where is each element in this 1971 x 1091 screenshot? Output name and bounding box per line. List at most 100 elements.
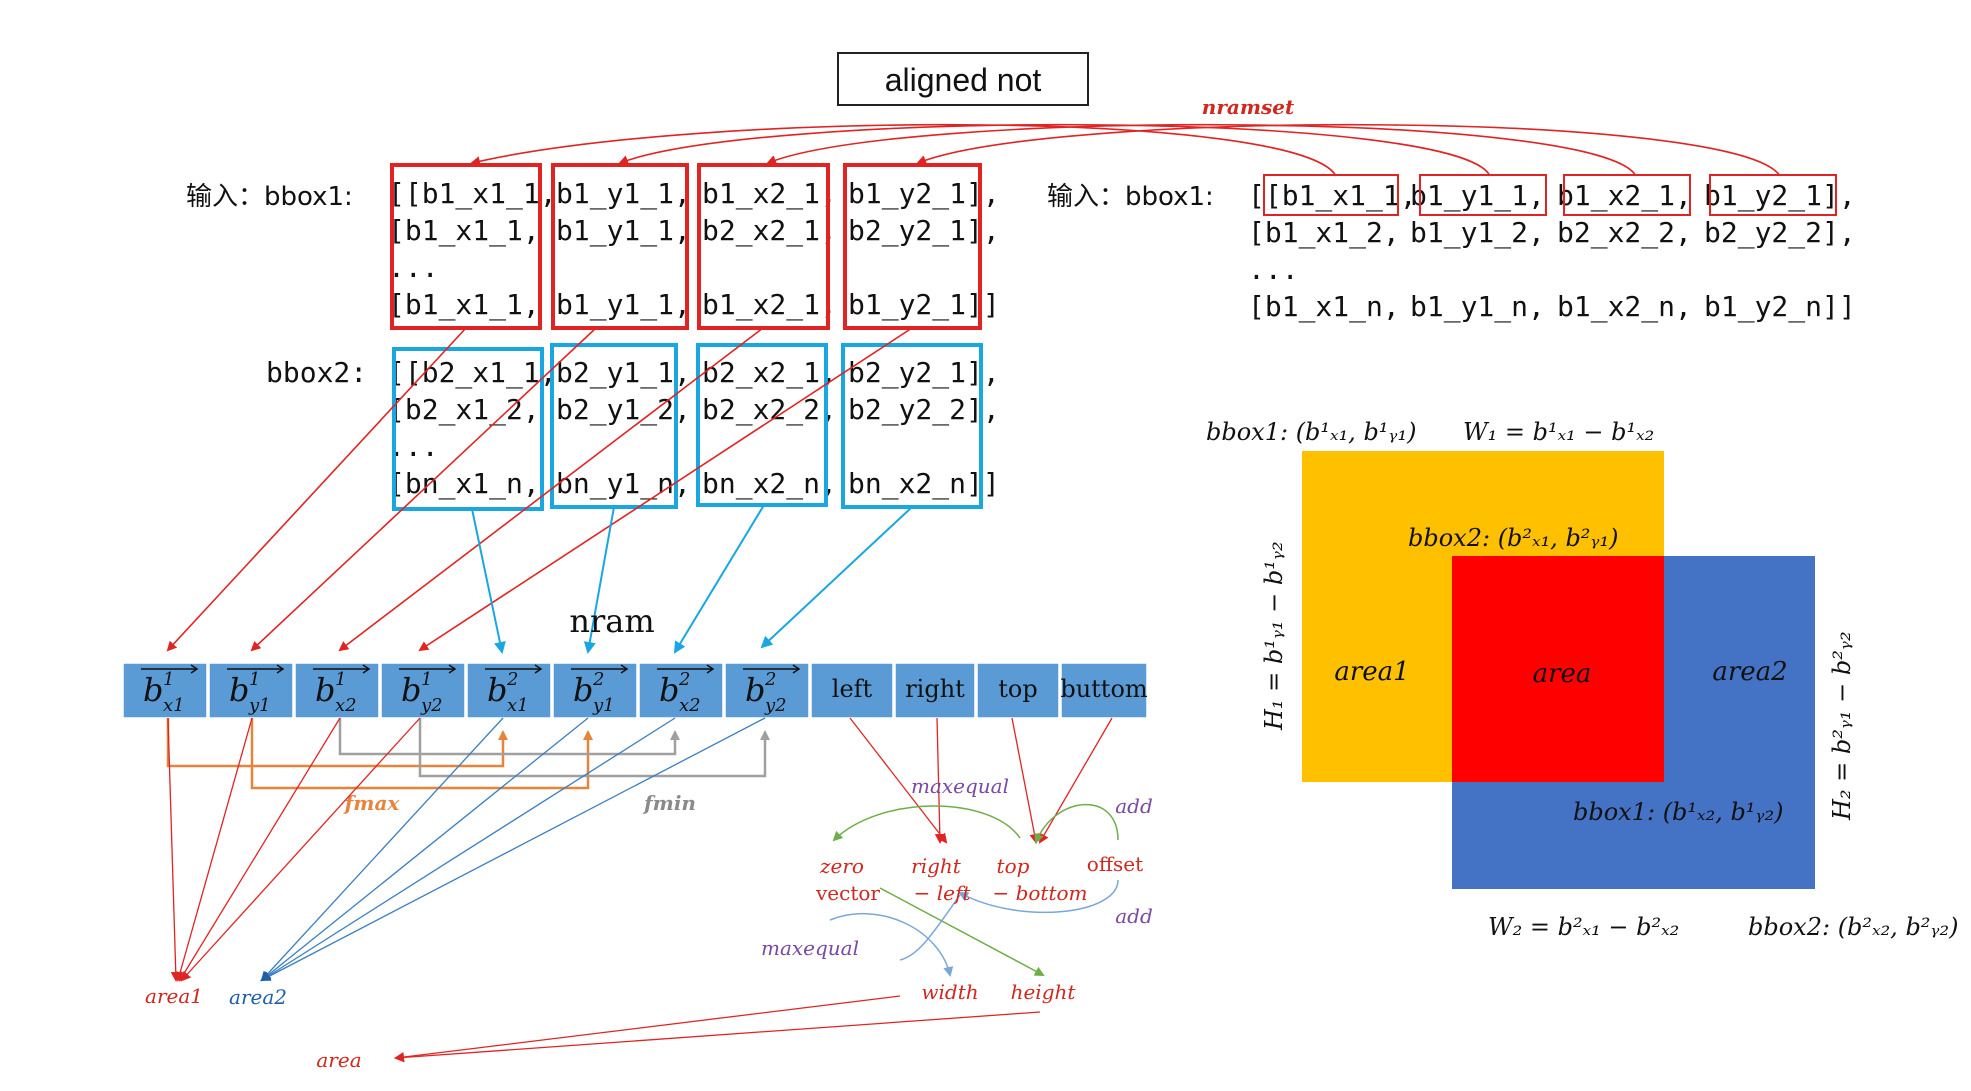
nram-cell-base: b — [229, 671, 249, 709]
nramset-arc-2 — [618, 123, 1491, 177]
nram-cell-sub: x1 — [507, 695, 529, 716]
zero-label: zero — [819, 854, 864, 878]
nram-cell-sup: 2 — [506, 669, 518, 690]
nram-cell-sup: 1 — [421, 669, 432, 690]
area2-input-lines — [260, 717, 766, 982]
left-bbox2-cell: bn_y1_n, — [556, 467, 691, 501]
left-bbox2-cell: ... — [388, 430, 439, 463]
bbox1-y1-box — [551, 163, 689, 330]
bbox1-x2-box — [697, 163, 830, 330]
nram-cell-label: left — [832, 675, 873, 703]
bbox1-y2-box — [843, 163, 982, 330]
left-bbox2-prefix: bbox2: — [266, 356, 367, 389]
geo-area: area — [1533, 659, 1592, 689]
right-x1-box — [1263, 174, 1399, 216]
geo-bbox1-top-left: bbox1: (b¹ₓ₁, b¹ᵧ₁) — [1206, 418, 1416, 446]
nram-cell-8: left — [810, 662, 894, 719]
left-bbox2-cell: b2_y1_2, — [556, 393, 691, 427]
area2-label: area2 — [229, 985, 287, 1009]
height-label: height — [1011, 980, 1077, 1004]
maxequal-label-2: maxequal — [761, 936, 859, 960]
right-y2-box — [1709, 174, 1837, 216]
nram-cell-base: b — [487, 671, 507, 709]
left-bbox1-cell: b1_y1_1, — [556, 177, 691, 211]
geo-h1: H₁ = b¹ᵧ₁ − b¹ᵧ₂ — [1260, 541, 1288, 731]
add-label-2: add — [1115, 904, 1153, 928]
nram-cell-sup: 1 — [163, 669, 174, 690]
left-bbox2-cell: [bn_x1_n, — [388, 467, 540, 501]
nram-cell-sup: 2 — [592, 669, 604, 690]
nram-cell-sup: 1 — [249, 669, 260, 690]
right-bbox1-cell: b1_y2_1], — [1704, 179, 1856, 213]
nram-cell-sub: x1 — [163, 695, 185, 716]
nram-cell-base: b — [573, 671, 593, 709]
nram-cell-sup: 2 — [764, 669, 776, 690]
right-bbox1-cell: b1_y1_1, — [1410, 179, 1545, 213]
left-bbox2-cell: b2_y2_1], — [848, 356, 1000, 390]
nram-cell-sub: y1 — [592, 695, 615, 716]
title-text: aligned not — [885, 62, 1042, 98]
vector-arrow-icon — [485, 664, 543, 674]
right-x2-box — [1563, 174, 1691, 216]
area1-input-lines — [167, 717, 421, 982]
right-bbox1-cell: [b1_x1_2, — [1248, 216, 1400, 250]
edge-to-diff-lines — [849, 717, 1113, 844]
green-arcs — [832, 803, 1119, 976]
geo-w2: W₂ = b²ₓ₁ − b²ₓ₂ — [1488, 913, 1679, 941]
right-bbox1-rows: [[b1_x1_1,b1_y1_1,b1_x2_1,b1_y2_1],[b1_x… — [1248, 179, 1856, 324]
geo-bbox2-bottom-right: bbox2: (b²ₓ₂, b²ᵧ₂) — [1748, 913, 1958, 941]
left-bbox2-rows: [[b2_x1_1,b2_y1_1,b2_x2_1,b2_y2_1],[b2_x… — [388, 356, 1000, 501]
area-label: area — [316, 1048, 361, 1072]
nram-cell-label: buttom — [1060, 675, 1148, 703]
nram-cell-sup: 2 — [678, 669, 690, 690]
nram-cell-base: b — [745, 671, 765, 709]
vector-arrow-icon — [141, 664, 199, 674]
right-bbox1-cell: b1_y2_n]] — [1704, 290, 1856, 324]
geo-area1: area1 — [1334, 657, 1409, 687]
geo-h2: H₂ = b²ᵧ₁ − b²ᵧ₂ — [1828, 631, 1856, 821]
nram-cell-base: b — [143, 671, 163, 709]
left-bbox1-cell: b1_y2_1], — [848, 177, 1000, 211]
fmax-bracket — [166, 718, 593, 790]
nram-cell-label: right — [905, 675, 965, 703]
geo-bbox1-bottom-right: bbox1: (b¹ₓ₂, b¹ᵧ₂) — [1573, 798, 1783, 826]
bbox1-to-nram-arrows — [166, 327, 913, 652]
fmin-label: fmin — [642, 791, 696, 815]
bbox2-to-nram-arrows — [471, 504, 913, 654]
area1-label: area1 — [145, 984, 203, 1008]
top-minus-bottom-label-2: − bottom — [992, 881, 1087, 905]
left-bbox1-cell: b1_y1_1, — [556, 288, 691, 322]
vector-arrow-icon — [743, 664, 801, 674]
nram-cell-sup: 1 — [335, 669, 346, 690]
nram-cell-sub: y2 — [420, 695, 443, 716]
right-bbox1-cell: ... — [1248, 253, 1299, 286]
left-bbox2-cell: b2_y2_2], — [848, 393, 1000, 427]
geo-area2: area2 — [1712, 657, 1787, 687]
right-bbox1-cell: b1_x2_1, — [1557, 179, 1692, 213]
right-minus-left-label-2: − left — [914, 881, 972, 905]
geo-bbox2-top-left: bbox2: (b²ₓ₁, b²ᵧ₁) — [1408, 524, 1618, 552]
right-y1-box — [1419, 174, 1547, 216]
right-bbox1-cell: b1_y1_n, — [1410, 290, 1545, 324]
bbox2-x2-box — [696, 343, 828, 507]
left-bbox1-cell: b2_y2_1], — [848, 214, 1000, 248]
right-bbox1-prefix: 输入：bbox1: — [1047, 182, 1214, 212]
left-bbox1-rows: [[b1_x1_1,b1_y1_1,b1_x2_1,b1_y2_1],[b1_x… — [388, 177, 1000, 322]
nram-cell-sub: y1 — [248, 695, 271, 716]
fmin-bracket — [338, 718, 770, 778]
nram-cell-bg — [810, 662, 894, 719]
nram-cell-9: right — [894, 662, 976, 719]
left-bbox1-cell: [b1_x1_1, — [388, 288, 540, 322]
nram-label: nram — [569, 602, 654, 640]
vector-arrow-icon — [657, 664, 715, 674]
left-bbox1-cell: b1_y1_1, — [556, 214, 691, 248]
lightblue-arcs — [829, 879, 1119, 977]
offset-label: offset — [1087, 852, 1143, 876]
nramset-arc-3 — [766, 123, 1637, 177]
